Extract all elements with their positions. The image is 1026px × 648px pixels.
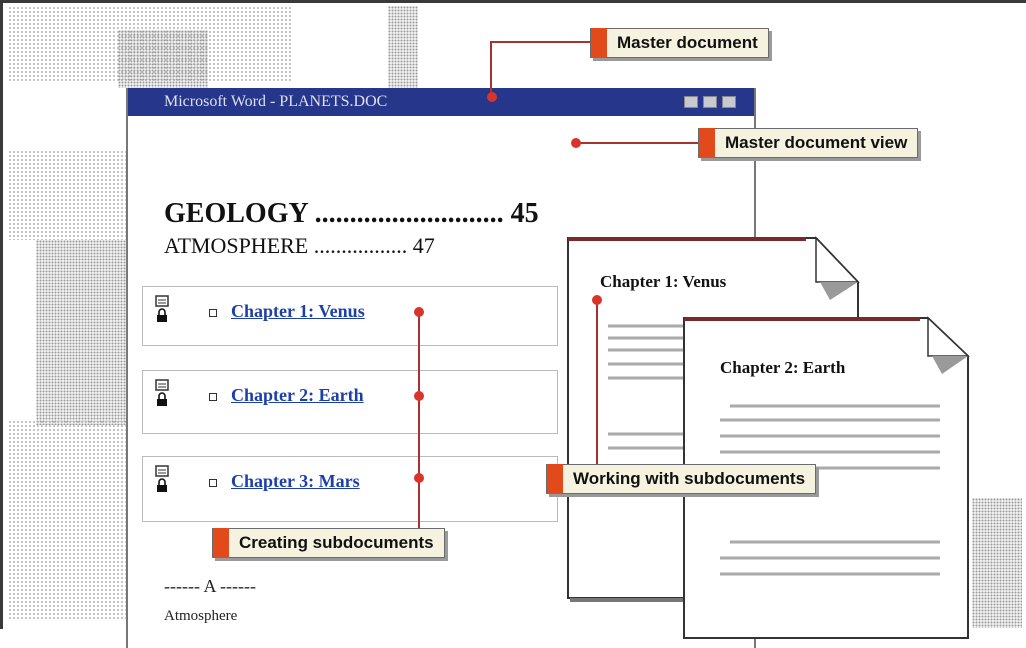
callout-text: Master document — [617, 33, 758, 52]
leader-line — [490, 41, 594, 43]
subdocument-lock-icon[interactable] — [155, 295, 169, 323]
callout-master-document: Master document — [590, 28, 769, 58]
page-title: Chapter 1: Venus — [600, 272, 727, 291]
background-dot-pattern — [8, 150, 126, 240]
subdocument-box: Chapter 3: Mars — [142, 456, 558, 522]
background-dot-pattern — [36, 240, 126, 425]
subdocument-box: Chapter 1: Venus — [142, 286, 558, 346]
leader-dot — [414, 307, 424, 317]
subdocument-marker — [209, 479, 217, 487]
close-button[interactable] — [722, 96, 736, 108]
callout-tab — [213, 528, 229, 558]
page-text-lines — [720, 404, 940, 576]
subdocument-lock-icon[interactable] — [155, 465, 169, 493]
subdocument-marker — [209, 309, 217, 317]
leader-dot — [414, 391, 424, 401]
minimize-button[interactable] — [684, 96, 698, 108]
callout-tab — [699, 128, 715, 158]
subdocument-lock-icon[interactable] — [155, 379, 169, 407]
subdocument-box: Chapter 2: Earth — [142, 370, 558, 434]
background-dot-pattern — [8, 420, 126, 620]
callout-working-with-subdocuments: Working with subdocuments — [546, 464, 817, 494]
toc-entry-geology: GEOLOGY ........................... 45 — [164, 198, 539, 229]
background-dot-pattern — [972, 498, 1022, 628]
outer-frame — [0, 0, 1026, 629]
window-titlebar[interactable]: Microsoft Word - PLANETS.DOC — [128, 88, 754, 116]
subdocument-link-mars[interactable]: Chapter 3: Mars — [231, 471, 360, 491]
leader-line — [490, 41, 492, 96]
leader-dot — [414, 473, 424, 483]
leader-line — [576, 142, 700, 144]
maximize-button[interactable] — [703, 96, 717, 108]
leader-dot — [487, 92, 497, 102]
leader-dot — [571, 138, 581, 148]
page-title: Chapter 2: Earth — [720, 358, 846, 377]
toc-entry-atmosphere: ATMOSPHERE ................. 47 — [164, 233, 435, 258]
subdocument-link-venus[interactable]: Chapter 1: Venus — [231, 301, 365, 321]
callout-text: Master document view — [725, 133, 908, 152]
window-title: Microsoft Word - PLANETS.DOC — [164, 93, 388, 110]
callout-tab — [591, 28, 607, 58]
callout-text: Working with subdocuments — [573, 469, 806, 488]
callout-master-document-view: Master document view — [698, 128, 919, 158]
callout-text: Creating subdocuments — [239, 533, 434, 552]
subdocument-marker — [209, 393, 217, 401]
index-heading: ------ A ------ — [164, 576, 256, 596]
leader-line — [418, 312, 420, 530]
leader-dot — [592, 295, 602, 305]
index-entry: Atmosphere — [164, 608, 238, 624]
callout-tab — [547, 464, 563, 494]
leader-line — [596, 300, 598, 470]
callout-creating-subdocuments: Creating subdocuments — [212, 528, 445, 558]
background-dot-pattern — [118, 30, 208, 88]
background-dot-pattern — [388, 6, 418, 88]
subdocument-link-earth[interactable]: Chapter 2: Earth — [231, 385, 364, 405]
